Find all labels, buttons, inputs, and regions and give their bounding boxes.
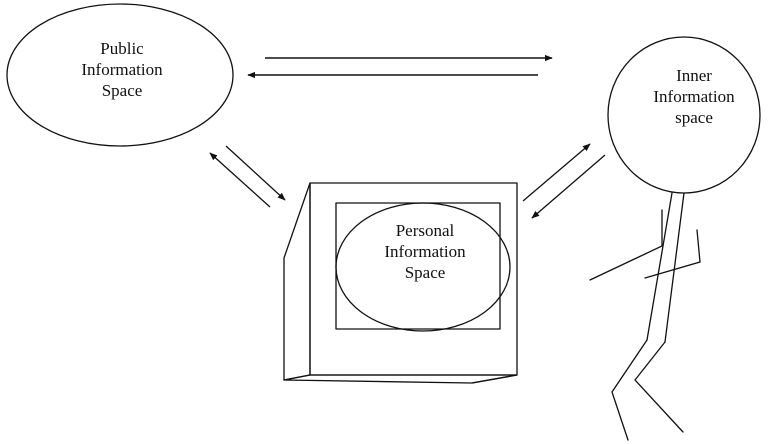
public-space-label-line-1: Public: [100, 39, 144, 58]
personal-space-label-line-3: Space: [404, 263, 446, 282]
personal-space-label-line-2: Information: [384, 242, 466, 261]
arrow-personal-to-public: [209, 152, 271, 208]
public-space-ellipse: [6, 3, 234, 147]
personal-space-label-line-1: Personal: [395, 221, 455, 240]
arrow-public-to-personal: [225, 145, 286, 201]
inner-space-label-line-3: space: [675, 108, 713, 127]
stick-figure-arm-left: [589, 209, 663, 281]
public-space-label-line-3: Space: [101, 81, 143, 100]
arrow-personal-to-inner: [522, 143, 591, 202]
stick-figure: [589, 192, 701, 441]
inner-space-label-line-2: Information: [653, 87, 735, 106]
stick-figure-leg-left: [611, 339, 648, 441]
stick-figure-leg-right: [634, 341, 684, 433]
personal-space-label: Personal Information Space: [360, 220, 490, 283]
personal-space-ellipse: [335, 202, 511, 332]
public-space-label: Public Information Space: [62, 38, 182, 101]
monitor-side-face: [283, 182, 311, 381]
stick-figure-arm-right: [644, 229, 701, 279]
public-space-label-line-2: Information: [81, 60, 163, 79]
inner-space-label-line-1: Inner: [676, 66, 712, 85]
inner-space-label: Inner Information space: [630, 65, 758, 128]
computer-monitor: [283, 182, 518, 384]
stick-figure-torso: [646, 192, 673, 341]
arrow-inner-to-personal: [531, 154, 606, 219]
stick-figure-torso-back: [664, 192, 685, 343]
